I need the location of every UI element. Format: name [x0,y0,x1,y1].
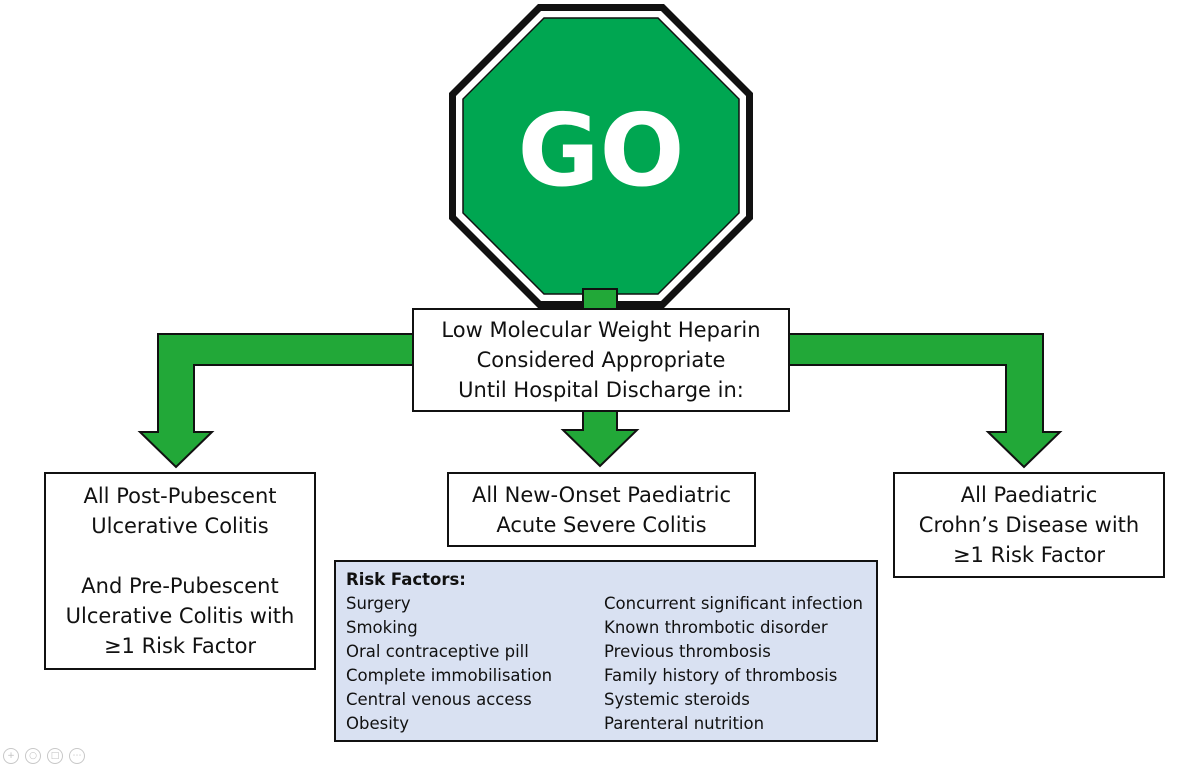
risk-factor-item: Concurrent significant infection [604,594,863,613]
middle-box-line: Acute Severe Colitis [496,512,707,537]
risk-factor-item: Known thrombotic disorder [604,618,828,637]
left-box-line: Ulcerative Colitis with [65,604,295,628]
risk-factor-item: Family history of thrombosis [604,666,838,685]
viewer-toolbar: + ○ □ ⋯ [3,748,85,764]
center-box-line: Low Molecular Weight Heparin [441,318,761,342]
more-icon[interactable]: ⋯ [69,748,85,764]
center-box-line: Until Hospital Discharge in: [458,378,744,402]
risk-factors-box: Risk Factors: Surgery Smoking Oral contr… [334,560,878,742]
risk-factor-item: Systemic steroids [604,690,750,709]
left-box-line: And Pre-Pubescent [81,574,279,598]
zoom-in-icon[interactable]: + [3,748,19,764]
risk-factor-item: Previous thrombosis [604,642,771,661]
left-box-line: All Post-Pubescent [83,484,277,508]
crohns-disease-box: All Paediatric Crohn’s Disease with ≥1 R… [893,472,1165,578]
risk-factors-right-column: Concurrent significant infection Known t… [604,592,866,736]
acute-severe-colitis-box: All New-Onset Paediatric Acute Severe Co… [447,472,756,547]
risk-factor-item: Smoking [346,618,418,637]
risk-factors-title: Risk Factors: [346,570,466,589]
center-box-line: Considered Appropriate [476,348,726,372]
right-box-line: All Paediatric [960,483,1098,507]
left-branch-arrow [137,333,415,469]
risk-factor-item: Complete immobilisation [346,666,553,685]
left-box-line: Ulcerative Colitis [91,514,269,538]
search-icon[interactable]: ○ [25,748,41,764]
risk-factor-item: Obesity [346,714,410,733]
lmwh-recommendation-box: Low Molecular Weight Heparin Considered … [412,308,790,412]
risk-factor-item: Central venous access [346,690,532,709]
risk-factors-left-column: Surgery Smoking Oral contraceptive pill … [346,592,604,736]
go-sign-label: GO [517,92,684,209]
risk-factors-columns: Surgery Smoking Oral contraceptive pill … [346,592,866,736]
right-box-line: Crohn’s Disease with [918,513,1140,537]
risk-factor-item: Surgery [346,594,411,613]
right-box-line: ≥1 Risk Factor [952,543,1106,567]
right-branch-arrow [787,333,1063,469]
middle-box-line: All New-Onset Paediatric [471,482,732,507]
slideshow-icon[interactable]: □ [47,748,63,764]
left-box-line: ≥1 Risk Factor [103,634,257,658]
ulcerative-colitis-box: All Post-Pubescent Ulcerative Colitis An… [44,472,316,670]
risk-factor-item: Parenteral nutrition [604,714,765,733]
middle-down-arrow [560,409,640,468]
go-sign-green-face [462,17,740,295]
risk-factor-item: Oral contraceptive pill [346,642,529,661]
